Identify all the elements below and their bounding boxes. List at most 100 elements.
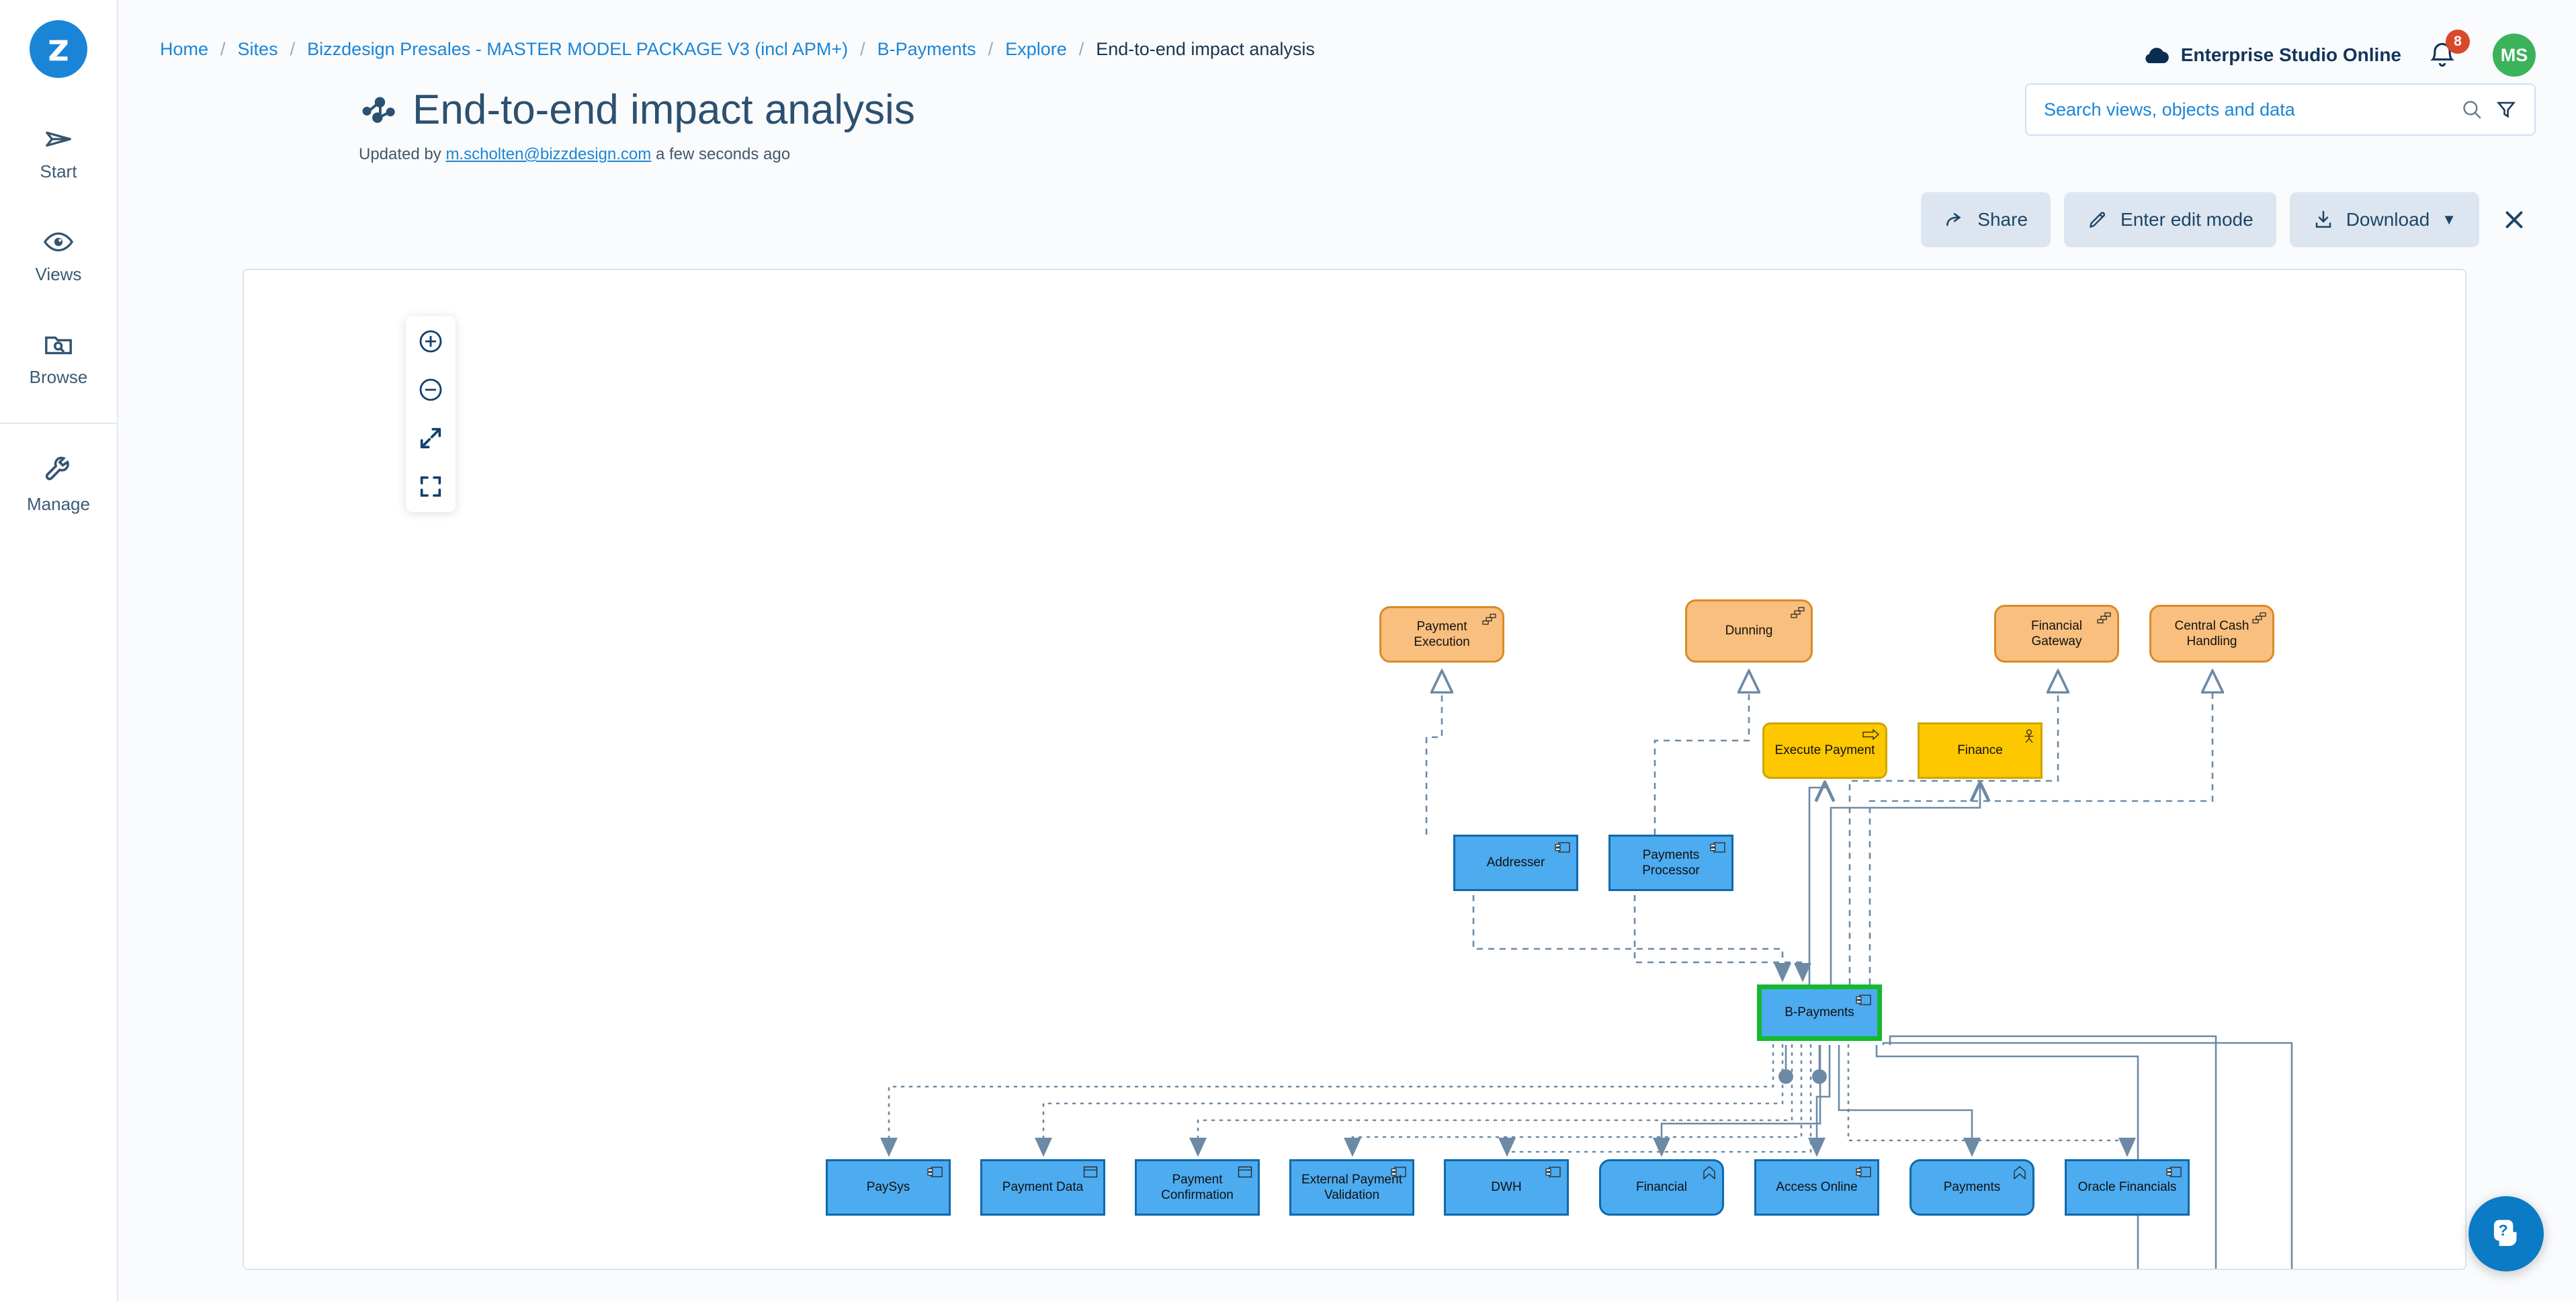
app-component-icon <box>2166 1166 2182 1178</box>
app-component-icon <box>1710 841 1726 853</box>
app-component-icon <box>1391 1166 1407 1178</box>
close-button[interactable] <box>2493 192 2536 247</box>
notifications-button[interactable]: 8 <box>2424 30 2470 74</box>
diagram-node-label: Payment Data <box>1002 1180 1084 1195</box>
breadcrumb: Home / Sites / Bizzdesign Presales - MAS… <box>160 39 1315 60</box>
main-area: Home / Sites / Bizzdesign Presales - MAS… <box>118 0 2576 1301</box>
process-arrow-icon <box>1862 729 1880 740</box>
bizzdesign-logo-icon <box>49 40 68 61</box>
diagram-node-payment-data[interactable]: Payment Data <box>980 1159 1105 1216</box>
download-button[interactable]: Download ▼ <box>2289 192 2479 247</box>
help-chat-button[interactable]: ? <box>2468 1196 2544 1271</box>
page-title: End-to-end impact analysis <box>413 86 915 133</box>
download-icon <box>2313 209 2334 230</box>
breadcrumb-separator: / <box>220 39 226 59</box>
diagram-node-dunning[interactable]: Dunning <box>1685 599 1813 663</box>
eye-icon <box>43 226 74 257</box>
app-component-icon <box>1555 841 1571 853</box>
expand-icon[interactable] <box>417 425 444 452</box>
product-brand-label: Enterprise Studio Online <box>2180 44 2401 65</box>
diagram-node-paysys[interactable]: PaySys <box>826 1159 951 1216</box>
diagram-node-label: Payments Processor <box>1642 847 1700 878</box>
diagram-node-windows-server-2019[interactable]: Windows Server 2019 <box>2229 1269 2354 1270</box>
diagram-node-label: Execute Payment <box>1774 743 1875 758</box>
diagram-node-payments-processor[interactable]: Payments Processor <box>1608 835 1733 891</box>
breadcrumb-item-sites[interactable]: Sites <box>237 39 278 59</box>
diagram-canvas[interactable]: Payment Execution Dunning Financial Gatewa… <box>243 269 2466 1270</box>
data-object-icon <box>1083 1166 1098 1178</box>
filter-icon[interactable] <box>2495 99 2517 120</box>
diagram-node-oracle-financials[interactable]: Oracle Financials <box>2065 1159 2190 1216</box>
avatar[interactable]: MS <box>2493 34 2536 77</box>
svg-text:?: ? <box>2499 1222 2508 1239</box>
diagram-node-label: Financial <box>1635 1180 1688 1195</box>
share-icon <box>1944 209 1965 230</box>
rail-divider <box>0 423 118 424</box>
download-label: Download <box>2346 209 2430 230</box>
actor-icon <box>2023 729 2035 744</box>
sidebar-item-views[interactable]: Views <box>0 214 118 297</box>
diagram-node-finance[interactable]: Finance <box>1918 722 2043 779</box>
sidebar-item-start[interactable]: Start <box>0 112 118 194</box>
zoom-in-icon[interactable] <box>417 328 444 355</box>
diagram-node-financial-gateway[interactable]: Financial Gateway <box>1994 605 2119 663</box>
sidebar-item-label: Manage <box>27 494 90 514</box>
search-icon[interactable] <box>2460 98 2483 121</box>
updated-suffix: a few seconds ago <box>655 145 791 163</box>
capability-icon <box>2252 612 2267 625</box>
app-logo[interactable] <box>30 20 87 78</box>
updated-prefix: Updated by <box>359 145 441 163</box>
enter-edit-mode-label: Enter edit mode <box>2120 209 2253 230</box>
capability-icon <box>2097 612 2112 625</box>
action-toolbar: Share Enter edit mode Download ▼ <box>118 192 2576 247</box>
enter-edit-mode-button[interactable]: Enter edit mode <box>2064 192 2276 247</box>
page-title-group: End-to-end impact analysis <box>359 83 915 136</box>
diagram-node-label: B-Payments <box>1785 1005 1854 1020</box>
diagram-node-payment-execution[interactable]: Payment Execution <box>1379 606 1504 663</box>
title-row: End-to-end impact analysis <box>118 83 2576 136</box>
breadcrumb-current: End-to-end impact analysis <box>1096 39 1315 59</box>
search-input[interactable] <box>2044 99 2448 120</box>
diagram-node-payment-confirmation[interactable]: Payment Confirmation <box>1135 1159 1260 1216</box>
diagram-node-b-payments[interactable]: B-Payments <box>1757 984 1882 1041</box>
breadcrumb-item-b-payments[interactable]: B-Payments <box>877 39 976 59</box>
share-button[interactable]: Share <box>1921 192 2051 247</box>
sidebar-item-browse[interactable]: Browse <box>0 317 118 400</box>
capability-icon <box>1482 613 1497 626</box>
top-bar-right: Enterprise Studio Online 8 MS <box>2141 30 2536 77</box>
data-object-icon <box>1238 1166 1252 1178</box>
diagram-node-financial[interactable]: Financial <box>1599 1159 1724 1216</box>
diagram-node-central-cash-handling[interactable]: Central Cash Handling <box>2149 605 2274 663</box>
fit-to-screen-icon[interactable] <box>417 473 444 500</box>
wrench-icon <box>43 456 74 487</box>
breadcrumb-item-package[interactable]: Bizzdesign Presales - MASTER MODEL PACKA… <box>307 39 849 59</box>
diagram-node-label: Payment Execution <box>1414 619 1470 649</box>
diagram-node-ms-sql-server-2017[interactable]: MS SQL Server 2017 <box>2075 1269 2200 1270</box>
diagram-node-label: Finance <box>1957 743 2003 758</box>
zoom-out-icon[interactable] <box>417 376 444 403</box>
breadcrumb-item-home[interactable]: Home <box>160 39 209 59</box>
cloud-icon <box>2141 44 2170 66</box>
breadcrumb-separator: / <box>290 39 296 59</box>
diagram-node-label: External Payment Validation <box>1301 1172 1402 1202</box>
diagram-node-execute-payment[interactable]: Execute Payment <box>1762 722 1887 779</box>
impact-analysis-icon <box>359 90 398 129</box>
diagram-node-external-payment-validation[interactable]: External Payment Validation <box>1289 1159 1414 1216</box>
search-box[interactable] <box>2025 83 2536 136</box>
bell-icon <box>2427 39 2458 71</box>
diagram-node-payments[interactable]: Payments <box>1909 1159 2034 1216</box>
diagram-node-label: DWH <box>1491 1180 1522 1195</box>
app-function-icon <box>1702 1166 1717 1179</box>
diagram-node-access-online[interactable]: Access Online <box>1754 1159 1879 1216</box>
diagram-node-dwh[interactable]: DWH <box>1444 1159 1569 1216</box>
diagram-node-addresser[interactable]: Addresser <box>1453 835 1578 891</box>
diagram-node-label: PaySys <box>866 1180 910 1195</box>
pencil-icon <box>2087 209 2108 230</box>
breadcrumb-item-explore[interactable]: Explore <box>1005 39 1067 59</box>
updated-user-link[interactable]: m.scholten@bizzdesign.com <box>445 145 652 163</box>
product-brand: Enterprise Studio Online <box>2141 44 2401 66</box>
sidebar-item-manage[interactable]: Manage <box>0 444 118 527</box>
app-component-icon <box>927 1166 943 1178</box>
capability-icon <box>1791 606 1805 620</box>
share-label: Share <box>1977 209 2028 230</box>
